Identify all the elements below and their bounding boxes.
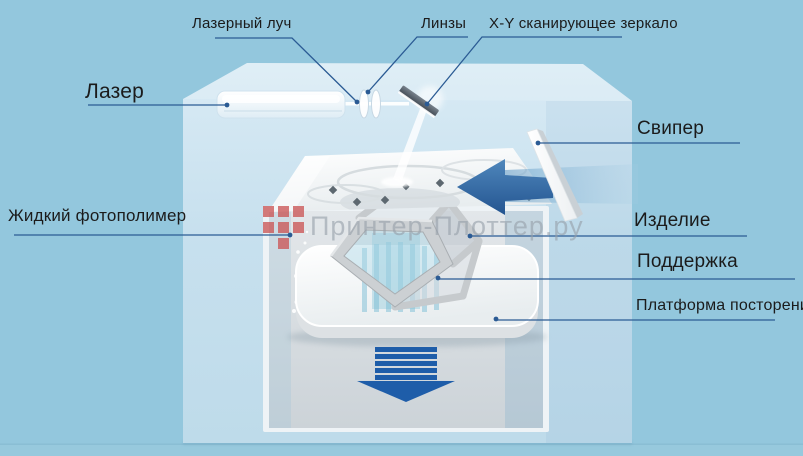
bottom-band bbox=[0, 443, 803, 456]
watermark-logo-icon bbox=[263, 206, 304, 249]
down-arrow-icon bbox=[357, 347, 455, 402]
label-lenses: Линзы bbox=[421, 15, 467, 32]
label-laser-beam: Лазерный луч bbox=[192, 15, 292, 32]
label-product: Изделие bbox=[634, 210, 711, 231]
label-build-platform: Платформа посторения bbox=[636, 297, 803, 314]
lens-pair bbox=[359, 89, 381, 119]
label-xy-scanning-mirror: X-Y сканирующее зеркало bbox=[489, 15, 678, 32]
watermark-text: Принтер-Плоттер.ру bbox=[310, 211, 584, 241]
pointer-dots bbox=[224, 89, 541, 322]
recoat-arrow-icon bbox=[457, 159, 638, 215]
product-model bbox=[329, 198, 483, 311]
pointer-lines bbox=[14, 36, 795, 321]
label-liquid-photopolymer: Жидкий фотополимер bbox=[8, 206, 187, 225]
label-sweeper: Свипер bbox=[637, 118, 705, 139]
label-laser: Лазер bbox=[85, 80, 144, 103]
laser-tube bbox=[216, 90, 346, 119]
sweeper-blade bbox=[526, 128, 583, 222]
scanning-mirror bbox=[397, 85, 439, 119]
label-support: Поддержка bbox=[637, 251, 738, 272]
